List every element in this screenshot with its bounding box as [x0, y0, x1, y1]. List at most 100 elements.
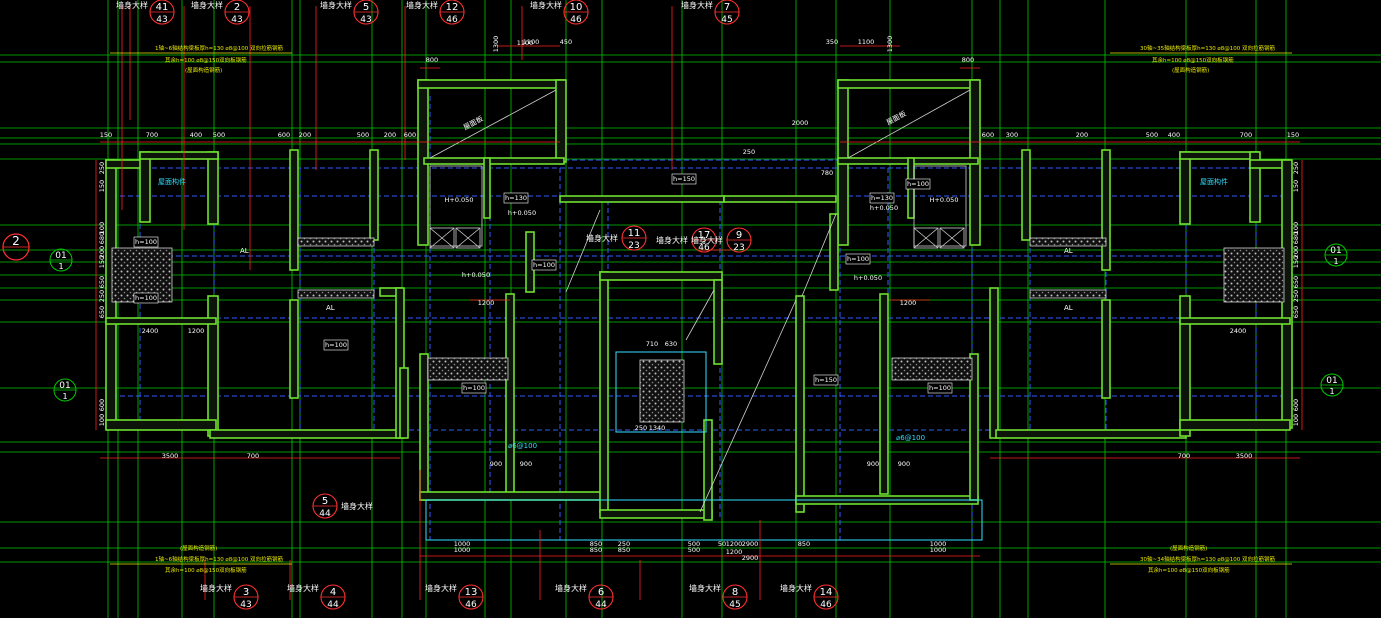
callout-detail-label: 墙身大样 — [691, 235, 723, 245]
dim-mid: 850 — [618, 546, 630, 554]
height-tag-box — [869, 192, 895, 204]
dim-mid: 2400 — [1230, 327, 1247, 335]
dim-mid: 250 — [743, 148, 755, 156]
callout-detail-label: 墙身大样 — [116, 0, 148, 10]
dim-top: 700 — [1240, 131, 1252, 139]
callout-detail-label: 墙身大样 — [689, 583, 721, 593]
callout-number: 41 — [156, 2, 169, 13]
dim-top: 150 — [100, 131, 112, 139]
dim-mid: 1200 — [188, 327, 205, 335]
dim-mid: 1200 — [900, 299, 917, 307]
dim-top: 450 — [560, 38, 572, 46]
height-tag: h=100 — [135, 238, 157, 246]
dim-top: 200 — [299, 131, 311, 139]
dim-mid: 900 — [490, 460, 502, 468]
axis-bubble-right-lower: 01 1 — [1320, 373, 1344, 397]
dim-top: 500 — [213, 131, 225, 139]
note-top-left-3: (屋面构造钢筋) — [185, 66, 222, 74]
dim-right: 100 — [1292, 414, 1300, 426]
dim-bottom: 1000 — [930, 540, 947, 548]
dim-mid: 250 — [635, 424, 647, 432]
dim-bottom: 1200 — [726, 540, 743, 548]
dim-mid: 630 — [665, 340, 677, 348]
dim-mid: 1100 — [517, 39, 534, 47]
dim-bottom: 850 — [590, 540, 602, 548]
callout-detail-label: 墙身大样 — [656, 235, 688, 245]
dim-mid: 2000 — [792, 119, 809, 127]
dim-left: 100 — [98, 414, 106, 426]
callout-detail-label: 墙身大样 — [341, 501, 373, 511]
axis-bubble-left-sub-label: 01 — [55, 251, 66, 261]
note-top-right-2: 其余h=100 ⌀8@150双向板钢筋 — [1152, 56, 1234, 64]
height-tag: h=100 — [929, 384, 951, 392]
dim-top: 600 — [278, 131, 290, 139]
callout-number: 9 — [736, 230, 742, 241]
structural-walls — [105, 79, 1293, 521]
callout-number: 4 — [330, 587, 336, 598]
dim-right: 150 — [1292, 180, 1300, 192]
callout-sheet: 46 — [570, 15, 582, 25]
dim-top: 500 — [1146, 131, 1158, 139]
level-tag: h+0.050 — [508, 209, 536, 217]
axis-bubble-right-sub-denominator: 1 — [1333, 257, 1338, 266]
callout-sheet: 43 — [240, 600, 251, 610]
dim-mid: 2400 — [142, 327, 159, 335]
dim-top: 1100 — [858, 38, 875, 46]
dim-mid: 1000 — [454, 546, 471, 554]
axis-bubble-left-sub-denominator: 1 — [58, 262, 63, 271]
axis-bubble-right-lower-label: 01 — [1326, 376, 1337, 386]
callout-number: 2 — [234, 2, 240, 13]
height-tag: h=130 — [505, 194, 527, 202]
callout-sheet: 43 — [231, 15, 242, 25]
dim-mid: 1200 — [478, 299, 495, 307]
dim-right: 200 — [1292, 246, 1300, 258]
height-tag-box — [813, 374, 839, 386]
callout-number: 17 — [698, 230, 711, 241]
dim-mid: 1200 — [726, 548, 743, 556]
callout-detail-label: 墙身大样 — [681, 0, 713, 10]
dim-mid: 2900 — [742, 554, 759, 562]
level-tag: H+0.050 — [445, 196, 474, 204]
dim-left: 600 — [98, 399, 106, 411]
level-tag: h+0.050 — [870, 204, 898, 212]
callout-sheet: 46 — [820, 600, 832, 610]
dim-top: 600 — [982, 131, 994, 139]
callout-number: 11 — [628, 228, 641, 239]
callout-sheet: 44 — [327, 600, 339, 610]
dim-mid: 3500 — [1236, 452, 1253, 460]
callout-number: 12 — [446, 2, 459, 13]
note-bottom-left-2: 1轴~6轴结构梁板厚h=130 ⌀8@100 双向拉筋钢筋 — [155, 555, 284, 563]
dim-top: 350 — [826, 38, 838, 46]
dim-top: 600 — [404, 131, 416, 139]
dim-left: 100 — [98, 222, 106, 234]
dim-top: 500 — [357, 131, 369, 139]
rebar-note-right: ⌀6@100 — [896, 434, 925, 442]
callout-detail-label: 墙身大样 — [586, 233, 618, 243]
height-tag-box — [531, 259, 557, 271]
note-leaders — [110, 52, 1292, 565]
note-bottom-left-3: 其余h=100 ⌀8@150双向板钢筋 — [165, 566, 247, 574]
dim-top: 150 — [1287, 131, 1299, 139]
dim-right: 650 — [1292, 276, 1300, 288]
dim-mid: 850 — [590, 546, 602, 554]
callout-sheet: 44 — [595, 600, 607, 610]
note-top-right-1: 30轴~35轴结构梁板厚h=130 ⌀8@100 双向拉筋钢筋 — [1140, 44, 1276, 52]
dim-top: 800 — [962, 56, 974, 64]
dim-right: 100 — [1292, 222, 1300, 234]
notes: 1轴~6轴结构梁板厚h=130 ⌀8@100 双向拉筋钢筋 其余h=100 ⌀8… — [155, 44, 1276, 574]
dim-left: 250 — [98, 162, 106, 174]
height-tag: h=130 — [871, 194, 893, 202]
dim-bottom: 250 — [618, 540, 630, 548]
dim-top: 400 — [190, 131, 202, 139]
height-tag-box — [133, 292, 159, 304]
room-label-al-1: AL — [326, 304, 335, 312]
height-tag: h=150 — [673, 175, 695, 183]
